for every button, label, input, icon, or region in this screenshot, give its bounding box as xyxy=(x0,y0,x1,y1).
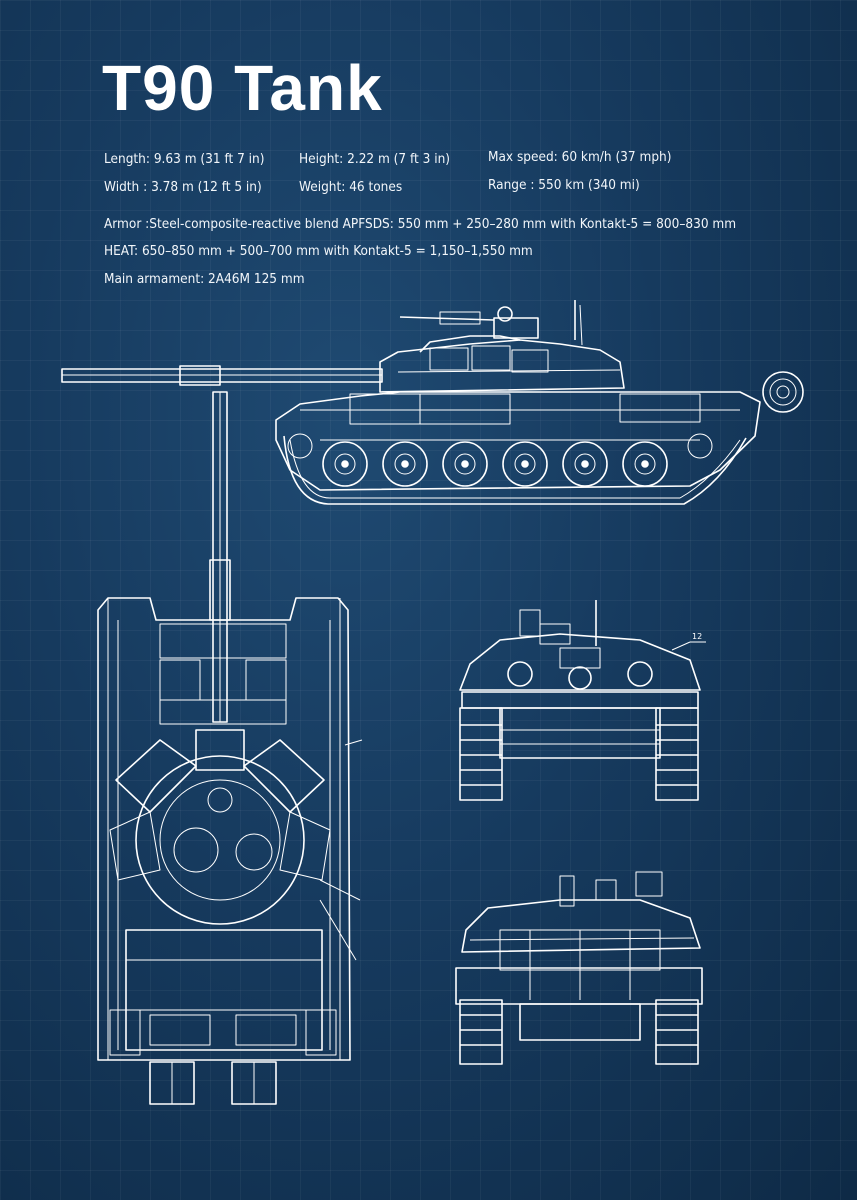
spec-max-speed: Max speed: 60 km/h (37 mph) xyxy=(488,149,672,165)
tank-side-view xyxy=(61,300,804,505)
rear-track-left xyxy=(459,999,503,1065)
spec-length: Length: 9.63 m (31 ft 7 in) xyxy=(104,151,265,167)
side-road-wheels xyxy=(287,433,713,487)
tank-rear-view xyxy=(455,871,703,1065)
page-title: T90 Tank xyxy=(102,52,383,124)
spec-heat: HEAT: 650–850 mm + 500–700 mm with Konta… xyxy=(104,243,533,259)
front-track-right xyxy=(655,707,699,801)
rear-hull-top xyxy=(455,967,703,1005)
front-hull-top xyxy=(461,691,699,709)
front-turret xyxy=(459,633,701,691)
side-turret xyxy=(379,339,625,393)
spec-range: Range : 550 km (340 mi) xyxy=(488,177,640,193)
spec-main-armament: Main armament: 2A46M 125 mm xyxy=(104,271,305,287)
rear-turret xyxy=(461,899,701,953)
top-era-right xyxy=(243,739,325,813)
front-track-left xyxy=(459,707,503,801)
top-engine-deck xyxy=(125,929,323,1051)
side-hull xyxy=(275,391,761,491)
side-fuel-drum xyxy=(762,371,804,413)
callout-label: 12 xyxy=(692,632,702,641)
spec-weight: Weight: 46 tones xyxy=(299,179,403,195)
rear-hull xyxy=(519,1003,641,1041)
spec-width: Width : 3.78 m (12 ft 5 in) xyxy=(104,179,262,195)
tank-top-view xyxy=(97,391,363,1105)
top-turret xyxy=(135,755,305,925)
spec-armor: Armor :Steel-composite-reactive blend AP… xyxy=(104,216,737,232)
spec-height: Height: 2.22 m (7 ft 3 in) xyxy=(299,151,451,167)
top-era-left xyxy=(115,739,197,813)
front-hull xyxy=(499,707,661,759)
rear-track-right xyxy=(655,999,699,1065)
tank-front-view: 12 xyxy=(459,600,706,801)
top-hull xyxy=(97,597,351,1061)
